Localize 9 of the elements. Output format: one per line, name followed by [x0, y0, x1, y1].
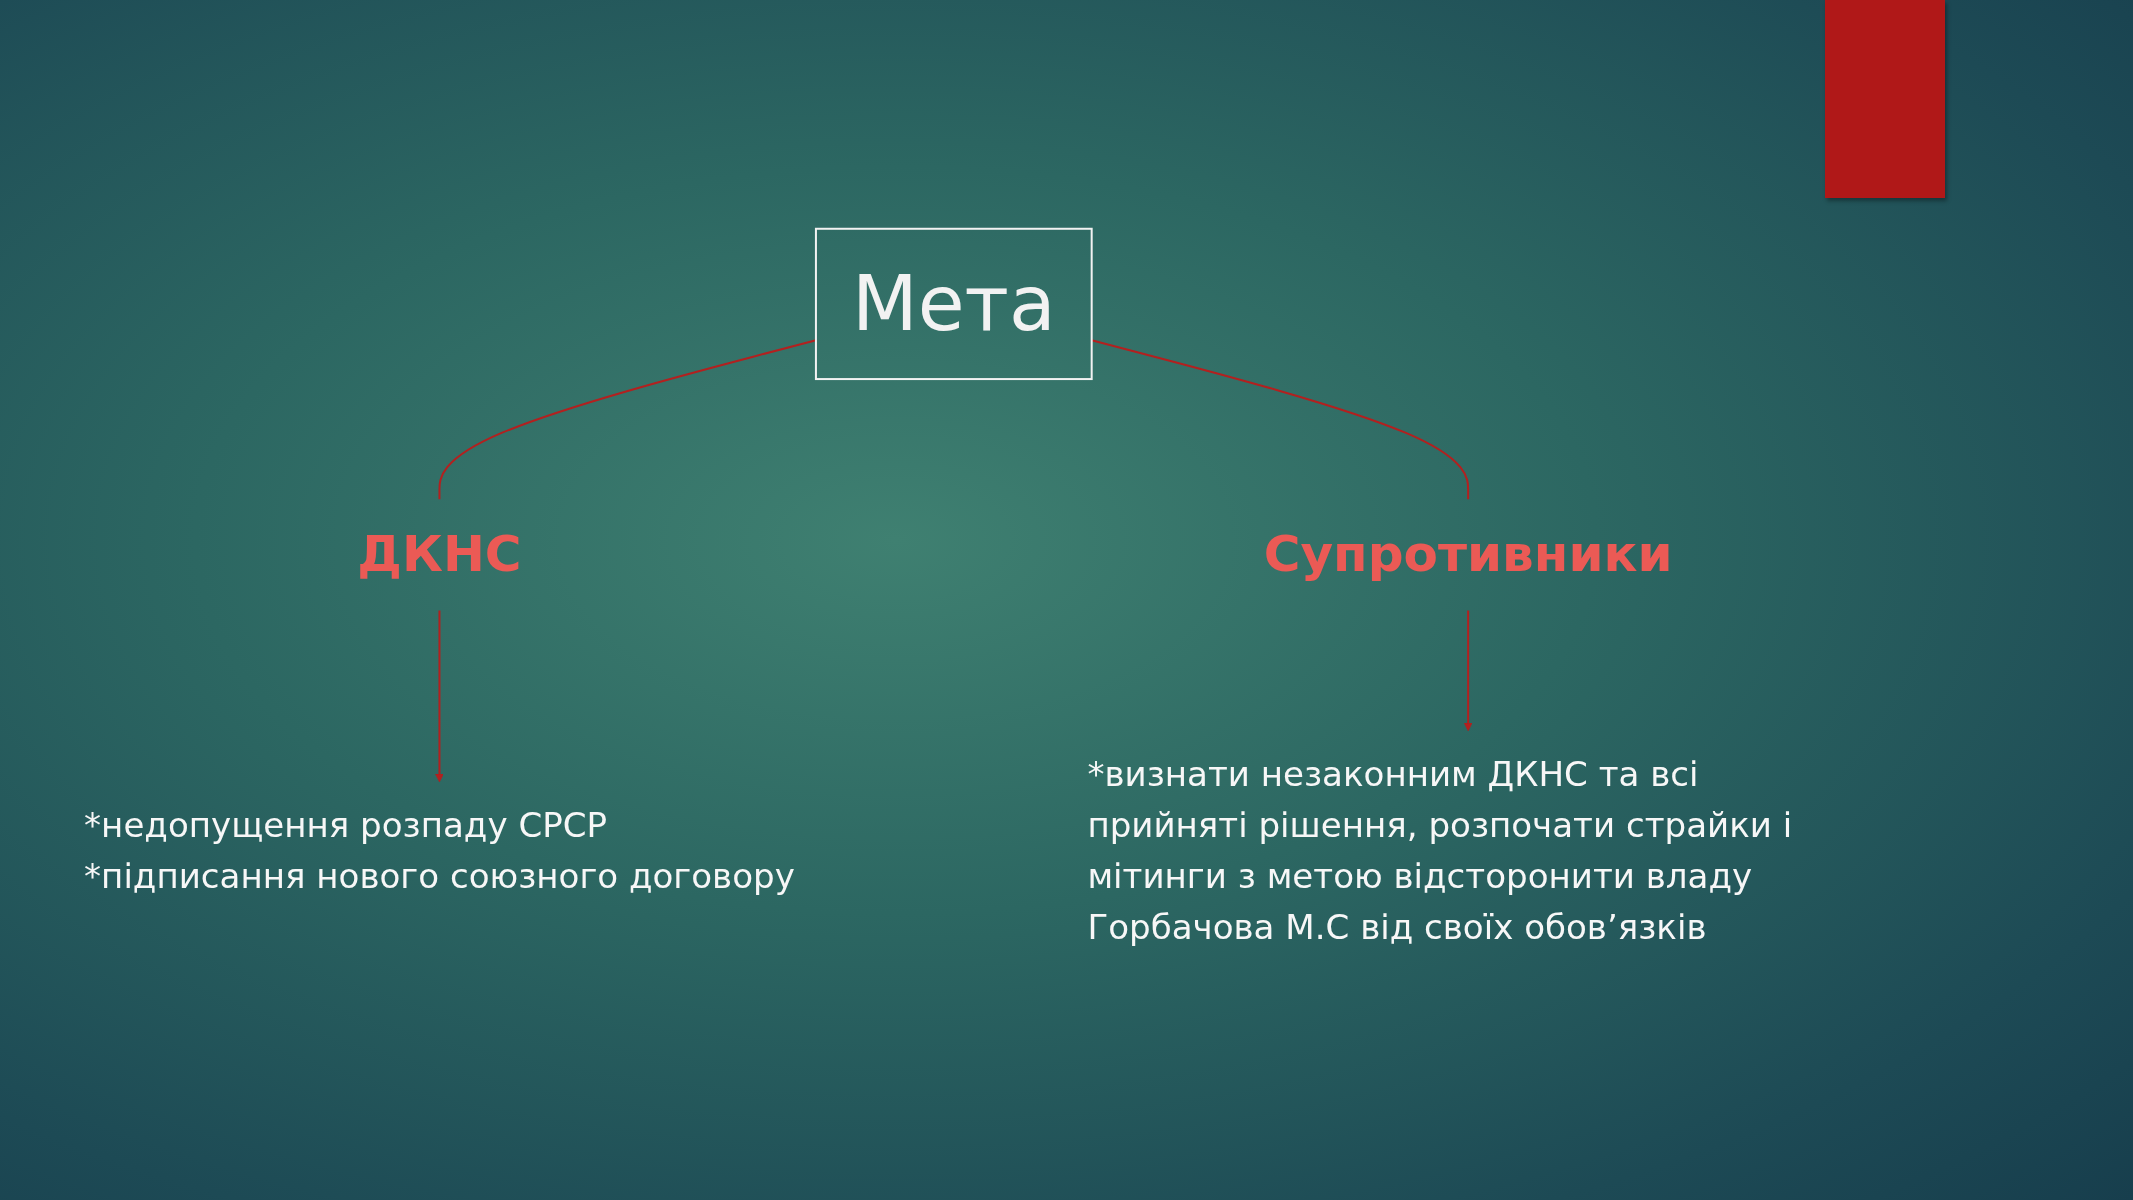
connector [1090, 339, 1470, 501]
connector [438, 339, 817, 501]
arrow [435, 609, 444, 783]
node-text: *визнати незаконним ДКНС та всі прийняті рішення, розпочати страйки і мітинги з метою відсторонити владу Горбачова М.С від своїх обов’язків [1087, 753, 1793, 948]
node-text: *недопущення розпаду СРСР *підписання нового союзного договору [84, 804, 795, 897]
node-text: Супротивники [1263, 525, 1673, 584]
node-box: Мета [814, 227, 1093, 381]
node-text: ДКНС [357, 525, 522, 584]
arrow [1463, 609, 1473, 732]
